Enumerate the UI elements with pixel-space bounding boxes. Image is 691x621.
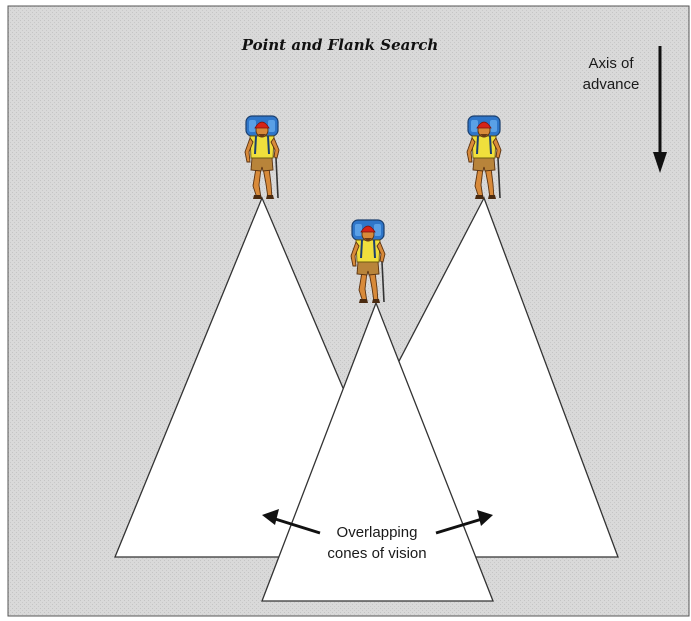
overlap-label-line2: cones of vision — [327, 545, 426, 562]
overlap-left-arrow-icon — [262, 509, 321, 535]
overlap-right-arrow-icon — [435, 510, 493, 535]
point-cone — [261, 301, 494, 602]
axis-arrow-icon — [653, 46, 667, 173]
overlap-label-line1: Overlapping — [337, 524, 418, 541]
axis-label-line1: Axis of — [588, 55, 634, 72]
axis-label-line2: advance — [583, 76, 640, 93]
diagram-title: Point and Flank Search — [241, 36, 439, 54]
